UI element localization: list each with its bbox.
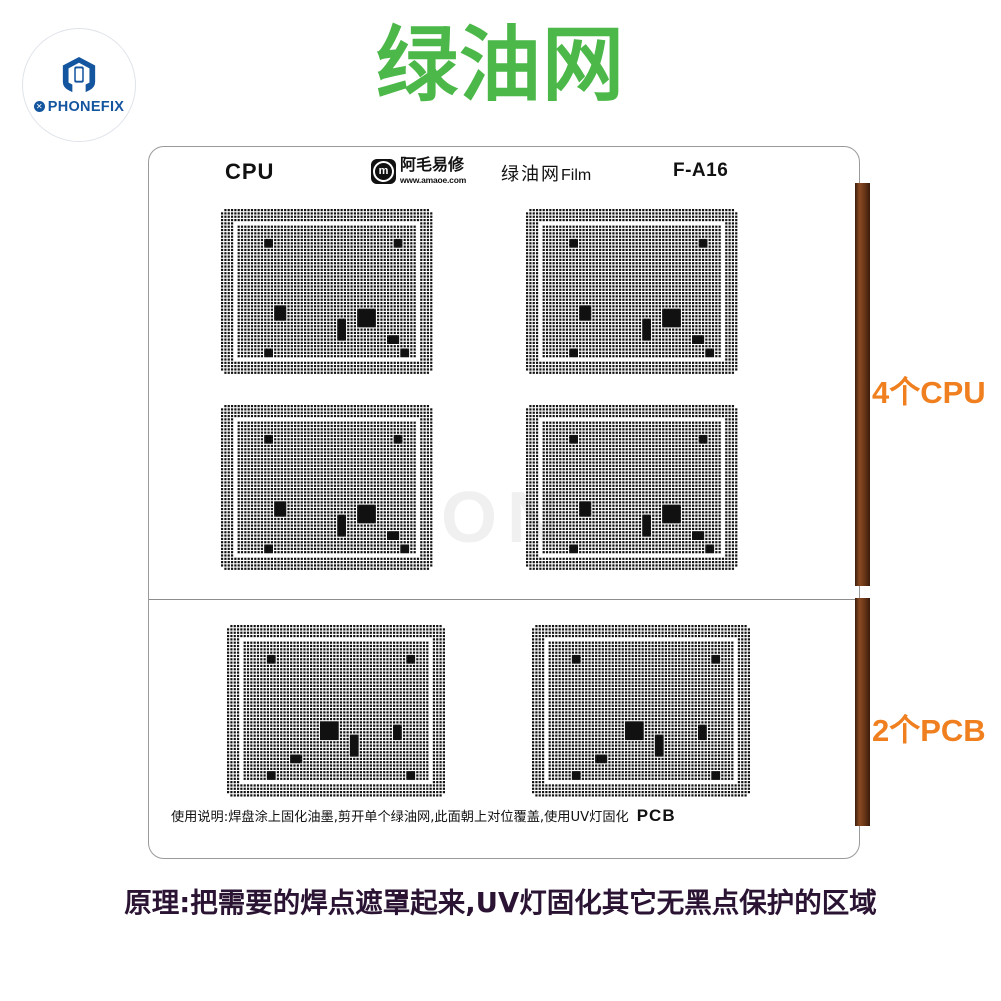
header-film-en: Film — [561, 167, 592, 184]
section-divider — [149, 599, 861, 600]
stencil-card: CPU m 阿毛易修 www.amaoe.com 绿油网Film F-A16 O… — [148, 146, 861, 859]
cpu-stencil-pattern-1 — [221, 209, 433, 377]
header-cpu-label: CPU — [225, 159, 275, 184]
usage-instruction-text: 使用说明:焊盘涂上固化油墨,剪开单个绿油网,此面朝上对位覆盖,使用UV灯固化 — [171, 810, 629, 825]
cpu-stencil-pattern-4 — [526, 405, 738, 573]
amaoe-logo-glyph: m — [373, 160, 394, 182]
pcb-stencil-pattern-2 — [532, 625, 750, 797]
usage-instruction: 使用说明:焊盘涂上固化油墨,剪开单个绿油网,此面朝上对位覆盖,使用UV灯固化 PC… — [171, 806, 861, 826]
amaoe-m-logo-icon: m — [371, 158, 396, 184]
phone-hex-icon — [62, 56, 96, 92]
amaoe-url: www.amaoe.com — [400, 175, 467, 185]
brown-strip-pcb — [855, 598, 870, 826]
side-label-pcb: 2个PCB — [872, 713, 986, 748]
bottom-caption: 原理:把需要的焊点遮罩起来,UV灯固化其它无黑点保护的区域 — [124, 887, 877, 919]
brand-name: PHONEFIX — [47, 98, 125, 115]
usage-instruction-tag: PCB — [636, 806, 676, 825]
stencil-header: CPU m 阿毛易修 www.amaoe.com 绿油网Film F-A16 — [149, 157, 861, 191]
brown-strip-cpu — [855, 183, 870, 586]
amaoe-logo: m 阿毛易修 www.amaoe.com — [371, 158, 466, 185]
header-film-cn: 绿油网 — [501, 164, 561, 184]
phonefix-logo-badge: ✕ PHONEFIX — [22, 28, 136, 142]
side-label-cpu: 4个CPU — [872, 375, 986, 410]
pcb-stencil-pattern-1 — [227, 625, 445, 797]
amaoe-cn-name: 阿毛易修 — [400, 157, 465, 174]
header-film-label: 绿油网Film — [501, 160, 591, 186]
header-model-code: F-A16 — [673, 160, 729, 181]
cpu-stencil-pattern-3 — [221, 405, 433, 573]
cpu-stencil-pattern-2 — [526, 209, 738, 377]
page-title: 绿油网 — [375, 18, 625, 113]
x-circle-icon: ✕ — [33, 101, 45, 112]
